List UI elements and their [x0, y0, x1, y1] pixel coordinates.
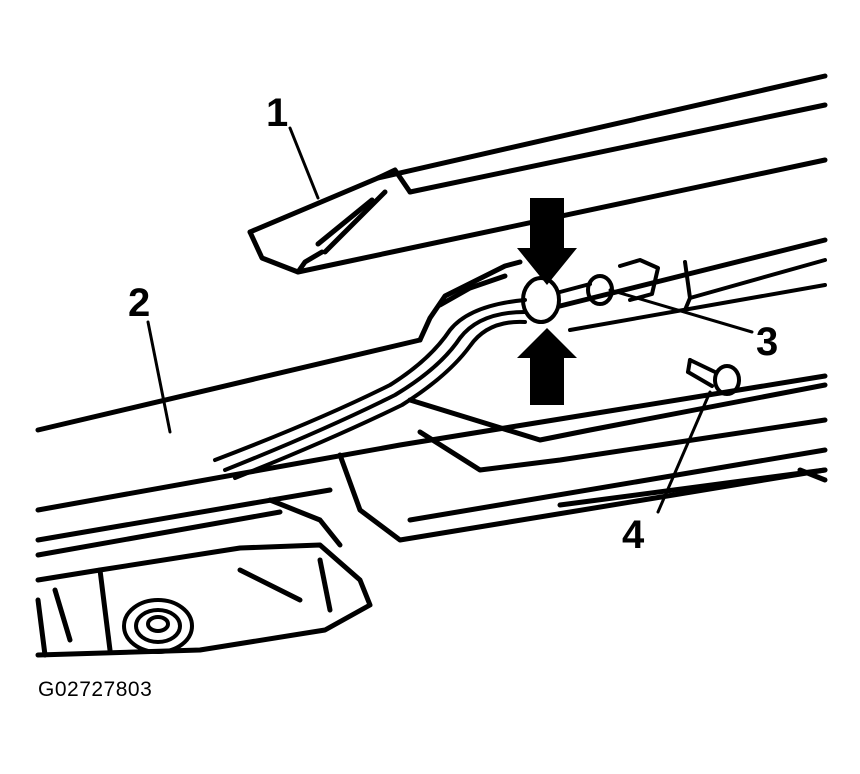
callout-2: 2: [128, 281, 150, 325]
lower-panel: [35, 382, 828, 658]
arrow-down-icon: [517, 198, 577, 285]
figure-code: G02727803: [38, 678, 153, 701]
arrow-up-icon: [517, 328, 577, 405]
component-2-rail: [35, 237, 828, 558]
callout-3: 3: [756, 320, 778, 364]
wiring-harness: [213, 298, 527, 480]
component-4-screw: [686, 358, 741, 396]
component-3-clip: [521, 258, 827, 332]
grommet: [122, 598, 194, 654]
callout-1: 1: [266, 91, 288, 135]
leader-lines: [146, 126, 754, 514]
callout-4: 4: [622, 513, 645, 557]
